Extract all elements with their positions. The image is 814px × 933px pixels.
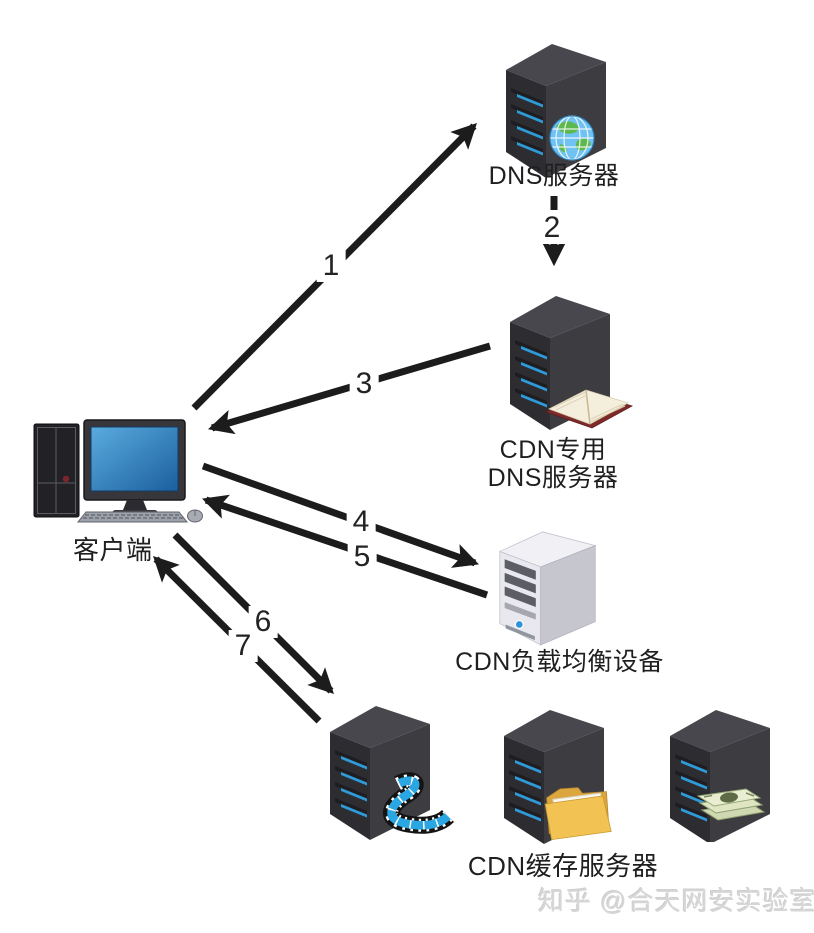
arrow-4 [201,462,479,568]
server-tower-light-icon [499,531,596,646]
film-icon [383,772,455,834]
cdn-dns-server-node [500,288,660,433]
cdn-dns-server-label-line2: DNS服务器 [487,464,619,492]
server-folder-icon [504,710,612,844]
desktop-computer-icon [33,419,203,523]
dns-server-node [496,36,616,181]
watermark: 知乎 @合天网安实验室 [538,886,814,916]
load-balancer-label: CDN负载均衡设备 [455,648,664,676]
cache-cluster-label: CDN缓存服务器 [467,851,659,881]
arrow-7-number: 7 [228,630,258,662]
server-money-icon [670,710,770,842]
client-label: 客户端 [73,535,153,565]
arrow-4-number: 4 [346,506,376,538]
arrow-3-number: 3 [349,368,379,400]
server-globe-icon [506,44,606,178]
server-book-icon [510,296,634,430]
cdn-dns-server-label-line1: CDN专用 [499,436,607,464]
cache-server-money-node [660,702,784,842]
book-icon [544,389,634,429]
globe-icon [549,115,595,161]
arrow-1-number: 1 [316,250,346,282]
arrow-2-number: 2 [537,212,567,244]
folder-icon [544,787,612,841]
server-film-icon [330,706,455,840]
client-node: 客户端 [28,417,204,564]
cache-server-folder-node [494,702,624,848]
load-balancer-node [492,526,604,648]
arrow-5-number: 5 [347,541,377,573]
cdn-dns-server-label: CDN专用 DNS服务器 [458,436,648,492]
cache-server-video-node [320,698,470,848]
dns-server-label: DNS服务器 [488,162,620,190]
money-icon [696,788,766,821]
